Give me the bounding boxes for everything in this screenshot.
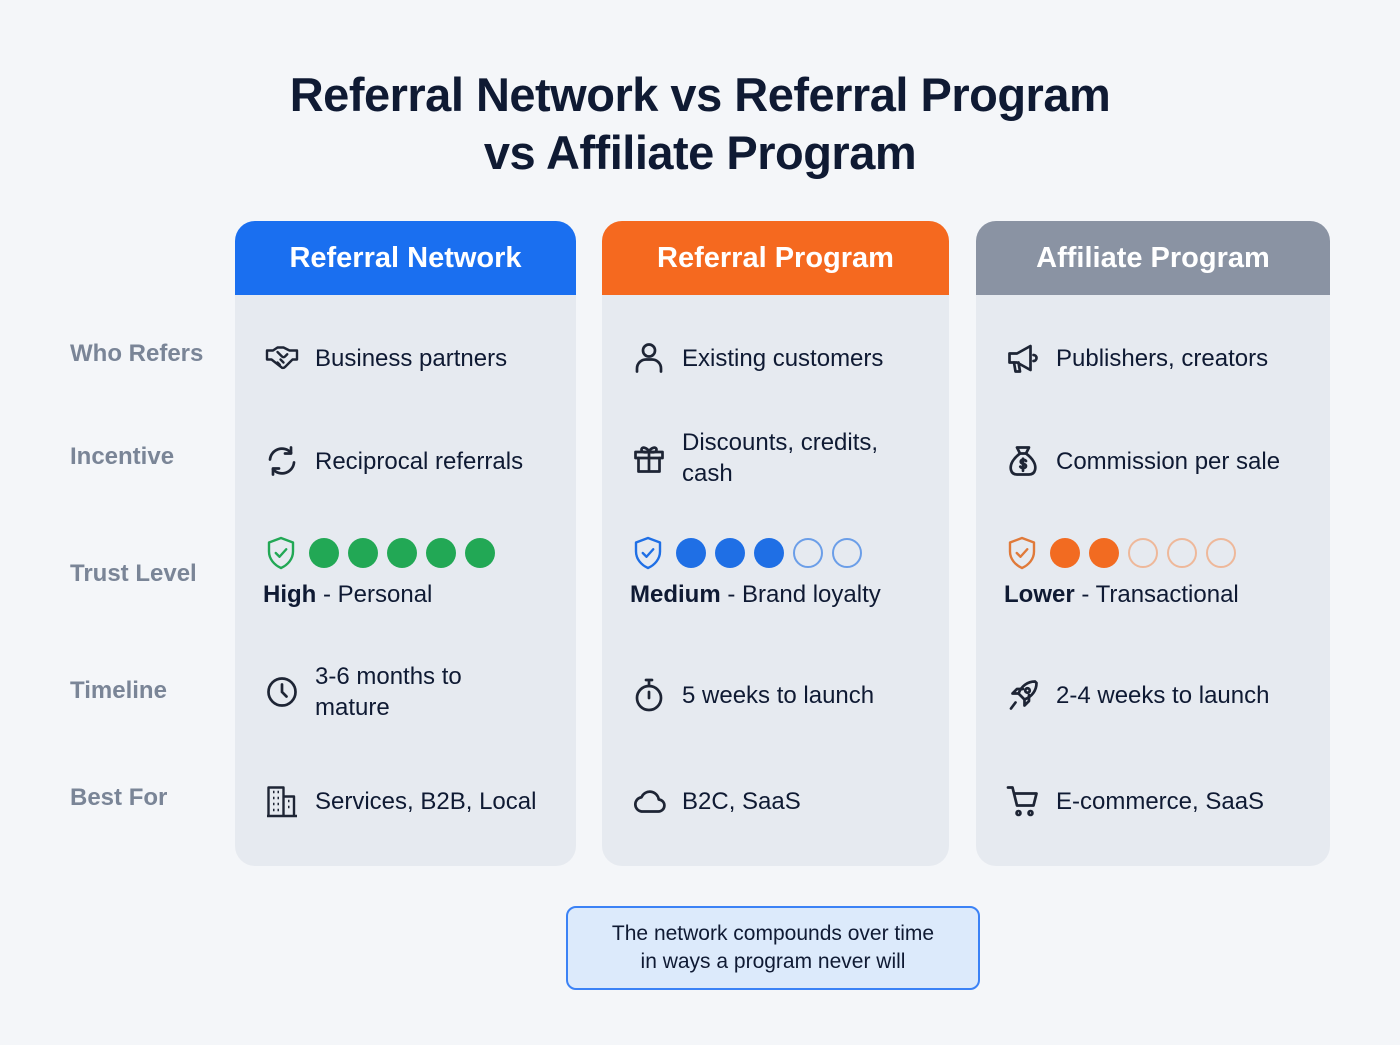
trust-dot-filled bbox=[426, 538, 456, 568]
cell-text: Commission per sale bbox=[1056, 447, 1281, 475]
trust-dot-empty bbox=[1167, 538, 1197, 568]
row-label-incentive: Incentive bbox=[70, 443, 175, 470]
megaphone-icon bbox=[1004, 339, 1042, 377]
card-header: Referral Program bbox=[602, 221, 949, 295]
title-line-1: Referral Network vs Referral Program bbox=[289, 68, 1111, 121]
who-refers-cell: Publishers, creators bbox=[1004, 339, 1320, 377]
trust-dot-empty bbox=[1128, 538, 1158, 568]
trust-dot-filled bbox=[1050, 538, 1080, 568]
trust-level-cell: Medium - Brand loyalty bbox=[630, 533, 939, 609]
trust-desc: - Transactional bbox=[1074, 581, 1239, 608]
incentive-cell: Commission per sale bbox=[1004, 442, 1320, 480]
cart-icon bbox=[1004, 782, 1042, 820]
user-icon bbox=[630, 339, 668, 377]
trust-dot-filled bbox=[1089, 538, 1119, 568]
shield-check-icon bbox=[1008, 536, 1036, 570]
trust-dot-filled bbox=[465, 538, 495, 568]
card-header: Referral Network bbox=[235, 221, 576, 295]
trust-level: High bbox=[263, 581, 317, 608]
title-line-2: vs Affiliate Program bbox=[483, 126, 917, 179]
incentive-cell: Reciprocal referrals bbox=[263, 442, 566, 480]
cell-text: 3-6 months to mature bbox=[315, 663, 462, 721]
trust-dot-empty bbox=[1206, 538, 1236, 568]
trust-dot-filled bbox=[387, 538, 417, 568]
gift-icon bbox=[630, 439, 668, 477]
cell-text: Existing customers bbox=[682, 344, 884, 372]
trust-desc: - Personal bbox=[316, 581, 433, 608]
trust-level: Medium bbox=[630, 581, 721, 608]
who-refers-cell: Business partners bbox=[263, 339, 566, 377]
cell-text: Discounts, credits, cash bbox=[682, 429, 879, 487]
refresh-arrows-icon bbox=[263, 442, 301, 480]
best-for-cell: Services, B2B, Local bbox=[263, 782, 566, 820]
cell-text: 2-4 weeks to launch bbox=[1056, 681, 1270, 709]
stopwatch-icon bbox=[630, 676, 668, 714]
incentive-cell: Discounts, credits, cash bbox=[630, 427, 939, 489]
trust-level-cell: High - Personal bbox=[263, 533, 566, 609]
cloud-icon bbox=[630, 782, 668, 820]
trust-dot-filled bbox=[715, 538, 745, 568]
card-referral-program: Referral Program Existing customers Disc… bbox=[602, 221, 949, 866]
timeline-cell: 2-4 weeks to launch bbox=[1004, 676, 1320, 714]
trust-desc: - Brand loyalty bbox=[720, 581, 881, 608]
trust-dot-filled bbox=[348, 538, 378, 568]
cell-text: Publishers, creators bbox=[1056, 344, 1269, 372]
card-affiliate-program: Affiliate Program Publishers, creators C… bbox=[976, 221, 1330, 866]
trust-dot-filled bbox=[309, 538, 339, 568]
row-label-who-refers: Who Refers bbox=[70, 340, 204, 367]
callout-line-1: The network compounds over time bbox=[611, 922, 935, 945]
trust-dot-empty bbox=[832, 538, 862, 568]
best-for-cell: B2C, SaaS bbox=[630, 782, 939, 820]
cell-text: E-commerce, SaaS bbox=[1056, 787, 1265, 815]
shield-check-icon bbox=[267, 536, 295, 570]
best-for-cell: E-commerce, SaaS bbox=[1004, 782, 1320, 820]
row-label-timeline: Timeline bbox=[70, 677, 167, 704]
callout-line-2: in ways a program never will bbox=[640, 950, 906, 973]
cell-text: Business partners bbox=[315, 344, 508, 372]
building-icon bbox=[263, 782, 301, 820]
clock-icon bbox=[263, 673, 301, 711]
trust-level-cell: Lower - Transactional bbox=[1004, 533, 1320, 609]
handshake-icon bbox=[263, 339, 301, 377]
cell-text: B2C, SaaS bbox=[682, 787, 801, 815]
cell-text: Services, B2B, Local bbox=[315, 787, 537, 815]
page-title: Referral Network vs Referral Program vs … bbox=[0, 66, 1400, 182]
rocket-icon bbox=[1004, 676, 1042, 714]
trust-dot-empty bbox=[793, 538, 823, 568]
row-label-trust-level: Trust Level bbox=[70, 560, 197, 587]
timeline-cell: 3-6 months to mature bbox=[263, 661, 566, 723]
callout-box: The network compounds over time in ways … bbox=[566, 906, 980, 990]
trust-dot-filled bbox=[676, 538, 706, 568]
timeline-cell: 5 weeks to launch bbox=[630, 676, 939, 714]
trust-dot-filled bbox=[754, 538, 784, 568]
cell-text: Reciprocal referrals bbox=[315, 447, 524, 475]
card-header: Affiliate Program bbox=[976, 221, 1330, 295]
trust-level: Lower bbox=[1004, 581, 1075, 608]
card-referral-network: Referral Network Business partners Recip… bbox=[235, 221, 576, 866]
money-bag-icon bbox=[1004, 442, 1042, 480]
who-refers-cell: Existing customers bbox=[630, 339, 939, 377]
shield-check-icon bbox=[634, 536, 662, 570]
row-label-best-for: Best For bbox=[70, 784, 168, 811]
cell-text: 5 weeks to launch bbox=[682, 681, 875, 709]
